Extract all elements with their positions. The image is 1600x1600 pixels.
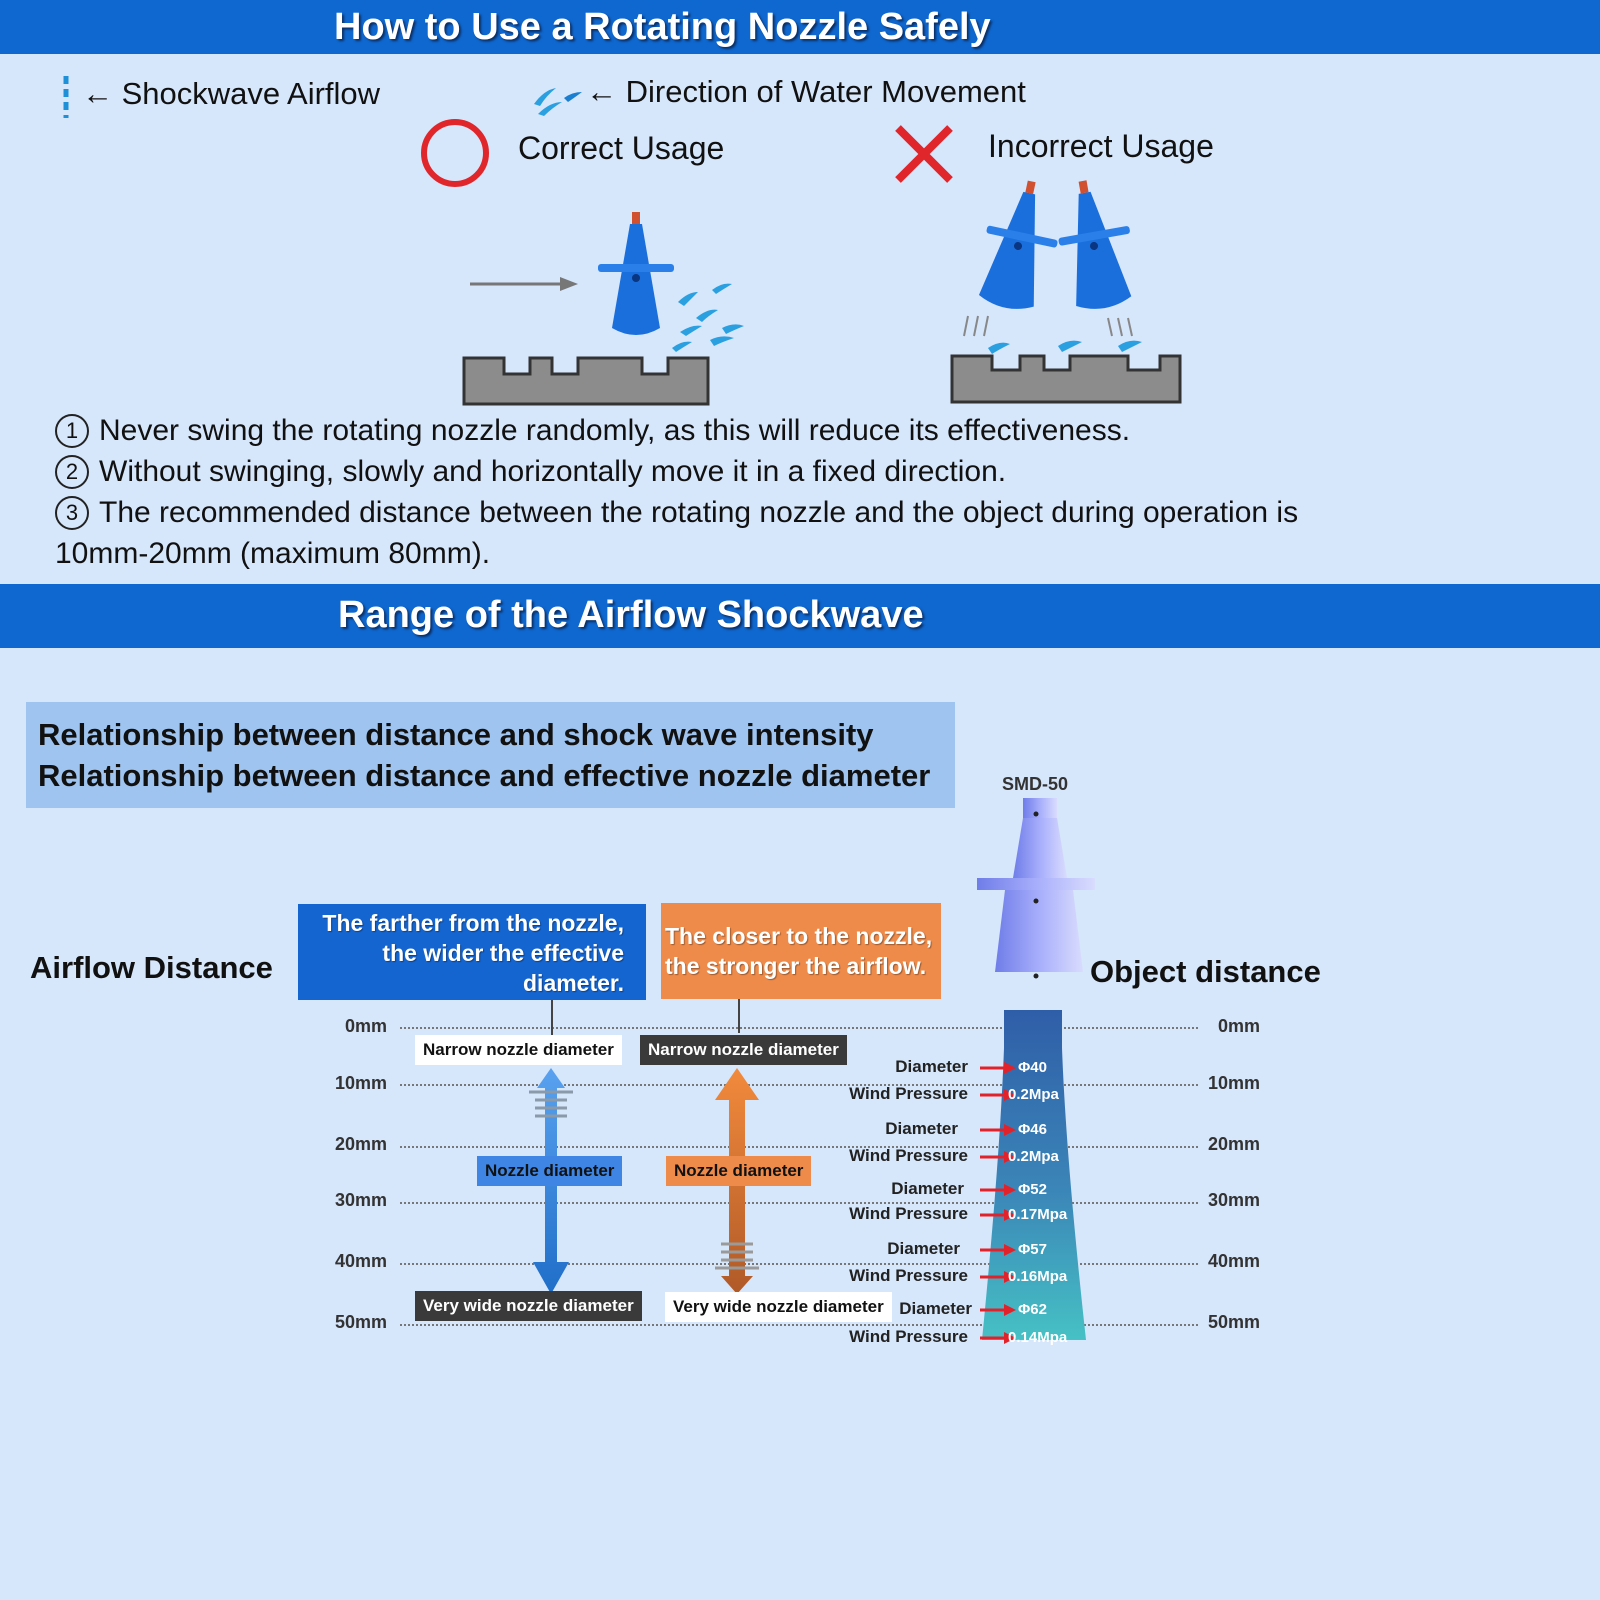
left-wide-diameter-tag: Very wide nozzle diameter bbox=[415, 1291, 642, 1321]
distance-tick-right: 20mm bbox=[1208, 1134, 1261, 1154]
step-number: 3 bbox=[55, 496, 89, 530]
instruction-item: 2 Without swinging, slowly and horizontal… bbox=[55, 451, 1555, 492]
incorrect-usage-illustration bbox=[950, 180, 1182, 404]
distance-gridline bbox=[400, 1324, 1198, 1326]
instruction-item: 1 Never swing the rotating nozzle randoml… bbox=[55, 410, 1555, 451]
step-number: 1 bbox=[55, 414, 89, 448]
distance-gridline bbox=[400, 1263, 1198, 1265]
red-pointer-arrow bbox=[980, 1062, 1016, 1074]
distance-tick-right: 10mm bbox=[1208, 1073, 1261, 1093]
distance-gridline bbox=[400, 1146, 1198, 1148]
wind-pressure-value: 0.2Mpa bbox=[1008, 1148, 1059, 1165]
shockwave-airflow-icon bbox=[63, 76, 69, 118]
water-droplets-icon bbox=[534, 88, 582, 116]
wind-pressure-label: Wind Pressure bbox=[849, 1146, 968, 1165]
callout-farther: The farther from the nozzle, the wider t… bbox=[298, 904, 646, 1000]
section2-title: Range of the Airflow Shockwave bbox=[338, 594, 924, 636]
instruction-item: 3 The recommended distance between the ro… bbox=[55, 492, 1555, 533]
distance-tick-left: 30mm bbox=[335, 1190, 388, 1210]
right-wide-diameter-tag: Very wide nozzle diameter bbox=[665, 1292, 892, 1322]
wind-pressure-value: 0.2Mpa bbox=[1008, 1086, 1059, 1103]
red-pointer-arrow bbox=[980, 1184, 1016, 1196]
correct-circle-icon bbox=[421, 119, 489, 187]
red-pointer-arrow bbox=[980, 1151, 1016, 1163]
work-surface bbox=[462, 356, 710, 406]
red-pointer-arrow bbox=[980, 1271, 1016, 1283]
red-pointer-arrow bbox=[980, 1244, 1016, 1256]
red-pointer-arrow bbox=[980, 1124, 1016, 1136]
distance-gridline bbox=[400, 1027, 1198, 1029]
right-nozzle-diameter-tag: Nozzle diameter bbox=[666, 1156, 812, 1186]
nozzle-left-icon bbox=[978, 180, 1058, 309]
distance-tick-right: 50mm bbox=[1208, 1312, 1261, 1332]
left-narrow-diameter-tag: Narrow nozzle diameter bbox=[415, 1035, 622, 1065]
distance-gridline bbox=[400, 1084, 1198, 1086]
shockwave-legend: ← Shockwave Airflow bbox=[60, 74, 420, 120]
model-label: SMD-50 bbox=[1002, 774, 1069, 794]
distance-tick-right: 0mm bbox=[1218, 1016, 1261, 1036]
nozzle-icon bbox=[598, 212, 674, 335]
instruction-continued: 10mm-20mm (maximum 80mm). bbox=[55, 537, 491, 570]
distance-tick-right: 40mm bbox=[1208, 1251, 1261, 1271]
distance-tick-left: 20mm bbox=[335, 1134, 388, 1154]
smd50-nozzle-icon bbox=[977, 798, 1095, 979]
wind-pressure-label: Wind Pressure bbox=[849, 1204, 968, 1223]
wind-pressure-label: Wind Pressure bbox=[849, 1327, 968, 1346]
water-legend-label: ← Direction of Water Movement bbox=[586, 74, 1026, 109]
incorrect-x-icon bbox=[895, 125, 953, 183]
relationship-line: Relationship between distance and effect… bbox=[38, 758, 931, 793]
diameter-label: Diameter bbox=[891, 1179, 964, 1198]
section1-banner: How to Use a Rotating Nozzle Safely bbox=[0, 0, 1600, 54]
wind-pressure-label: Wind Pressure bbox=[849, 1084, 968, 1103]
diameter-value: Φ46 bbox=[1018, 1121, 1047, 1138]
red-pointer-arrow bbox=[980, 1332, 1016, 1344]
diameter-value: Φ57 bbox=[1018, 1241, 1047, 1258]
diameter-value: Φ52 bbox=[1018, 1181, 1047, 1198]
left-nozzle-diameter-tag: Nozzle diameter bbox=[477, 1156, 623, 1186]
diameter-value: Φ40 bbox=[1018, 1059, 1047, 1076]
relationship-box: Relationship between distance and shock … bbox=[26, 702, 955, 808]
diameter-label: Diameter bbox=[899, 1299, 972, 1318]
incorrect-usage-label: Incorrect Usage bbox=[988, 128, 1214, 164]
distance-tick-left: 40mm bbox=[335, 1251, 388, 1271]
instructions-list: 1 Never swing the rotating nozzle randoml… bbox=[55, 410, 1555, 574]
airflow-distance-label: Airflow Distance bbox=[30, 950, 273, 985]
right-narrow-diameter-tag: Narrow nozzle diameter bbox=[640, 1035, 847, 1065]
diameter-value: Φ62 bbox=[1018, 1301, 1047, 1318]
section1-title: How to Use a Rotating Nozzle Safely bbox=[334, 6, 991, 48]
relationship-line: Relationship between distance and shock … bbox=[38, 717, 874, 752]
section2-banner: Range of the Airflow Shockwave bbox=[0, 584, 1600, 648]
diameter-label: Diameter bbox=[887, 1239, 960, 1258]
distance-gridline bbox=[400, 1202, 1198, 1204]
instruction-text: Never swing the rotating nozzle randomly… bbox=[99, 414, 1131, 447]
water-legend: ← Direction of Water Movement bbox=[528, 72, 1088, 118]
red-pointer-arrow bbox=[980, 1304, 1016, 1316]
instruction-text: Without swinging, slowly and horizontall… bbox=[99, 455, 1007, 488]
red-pointer-arrow bbox=[980, 1089, 1016, 1101]
red-pointer-arrow bbox=[980, 1209, 1016, 1221]
work-surface bbox=[950, 354, 1182, 404]
instruction-text: The recommended distance between the rot… bbox=[99, 496, 1299, 529]
wind-pressure-label: Wind Pressure bbox=[849, 1266, 968, 1285]
callout-closer: The closer to the nozzle, the stronger t… bbox=[661, 903, 941, 999]
distance-tick-left: 10mm bbox=[335, 1073, 388, 1093]
distance-tick-left: 0mm bbox=[345, 1016, 388, 1036]
correct-usage-label: Correct Usage bbox=[518, 130, 725, 166]
callout-connector bbox=[738, 999, 740, 1033]
wind-pressure-value: 0.17Mpa bbox=[1008, 1206, 1068, 1223]
wind-pressure-value: 0.14Mpa bbox=[1008, 1329, 1068, 1346]
correct-usage-illustration bbox=[462, 212, 744, 406]
callout-connector bbox=[551, 1000, 553, 1038]
distance-tick-right: 30mm bbox=[1208, 1190, 1261, 1210]
object-distance-label: Object distance bbox=[1090, 954, 1321, 989]
distance-tick-left: 50mm bbox=[335, 1312, 388, 1332]
diameter-label: Diameter bbox=[895, 1057, 968, 1076]
step-number: 2 bbox=[55, 455, 89, 489]
wind-pressure-value: 0.16Mpa bbox=[1008, 1268, 1068, 1285]
shockwave-legend-label: ← Shockwave Airflow bbox=[82, 76, 381, 111]
nozzle-right-icon bbox=[1058, 180, 1132, 309]
diameter-label: Diameter bbox=[885, 1119, 958, 1138]
